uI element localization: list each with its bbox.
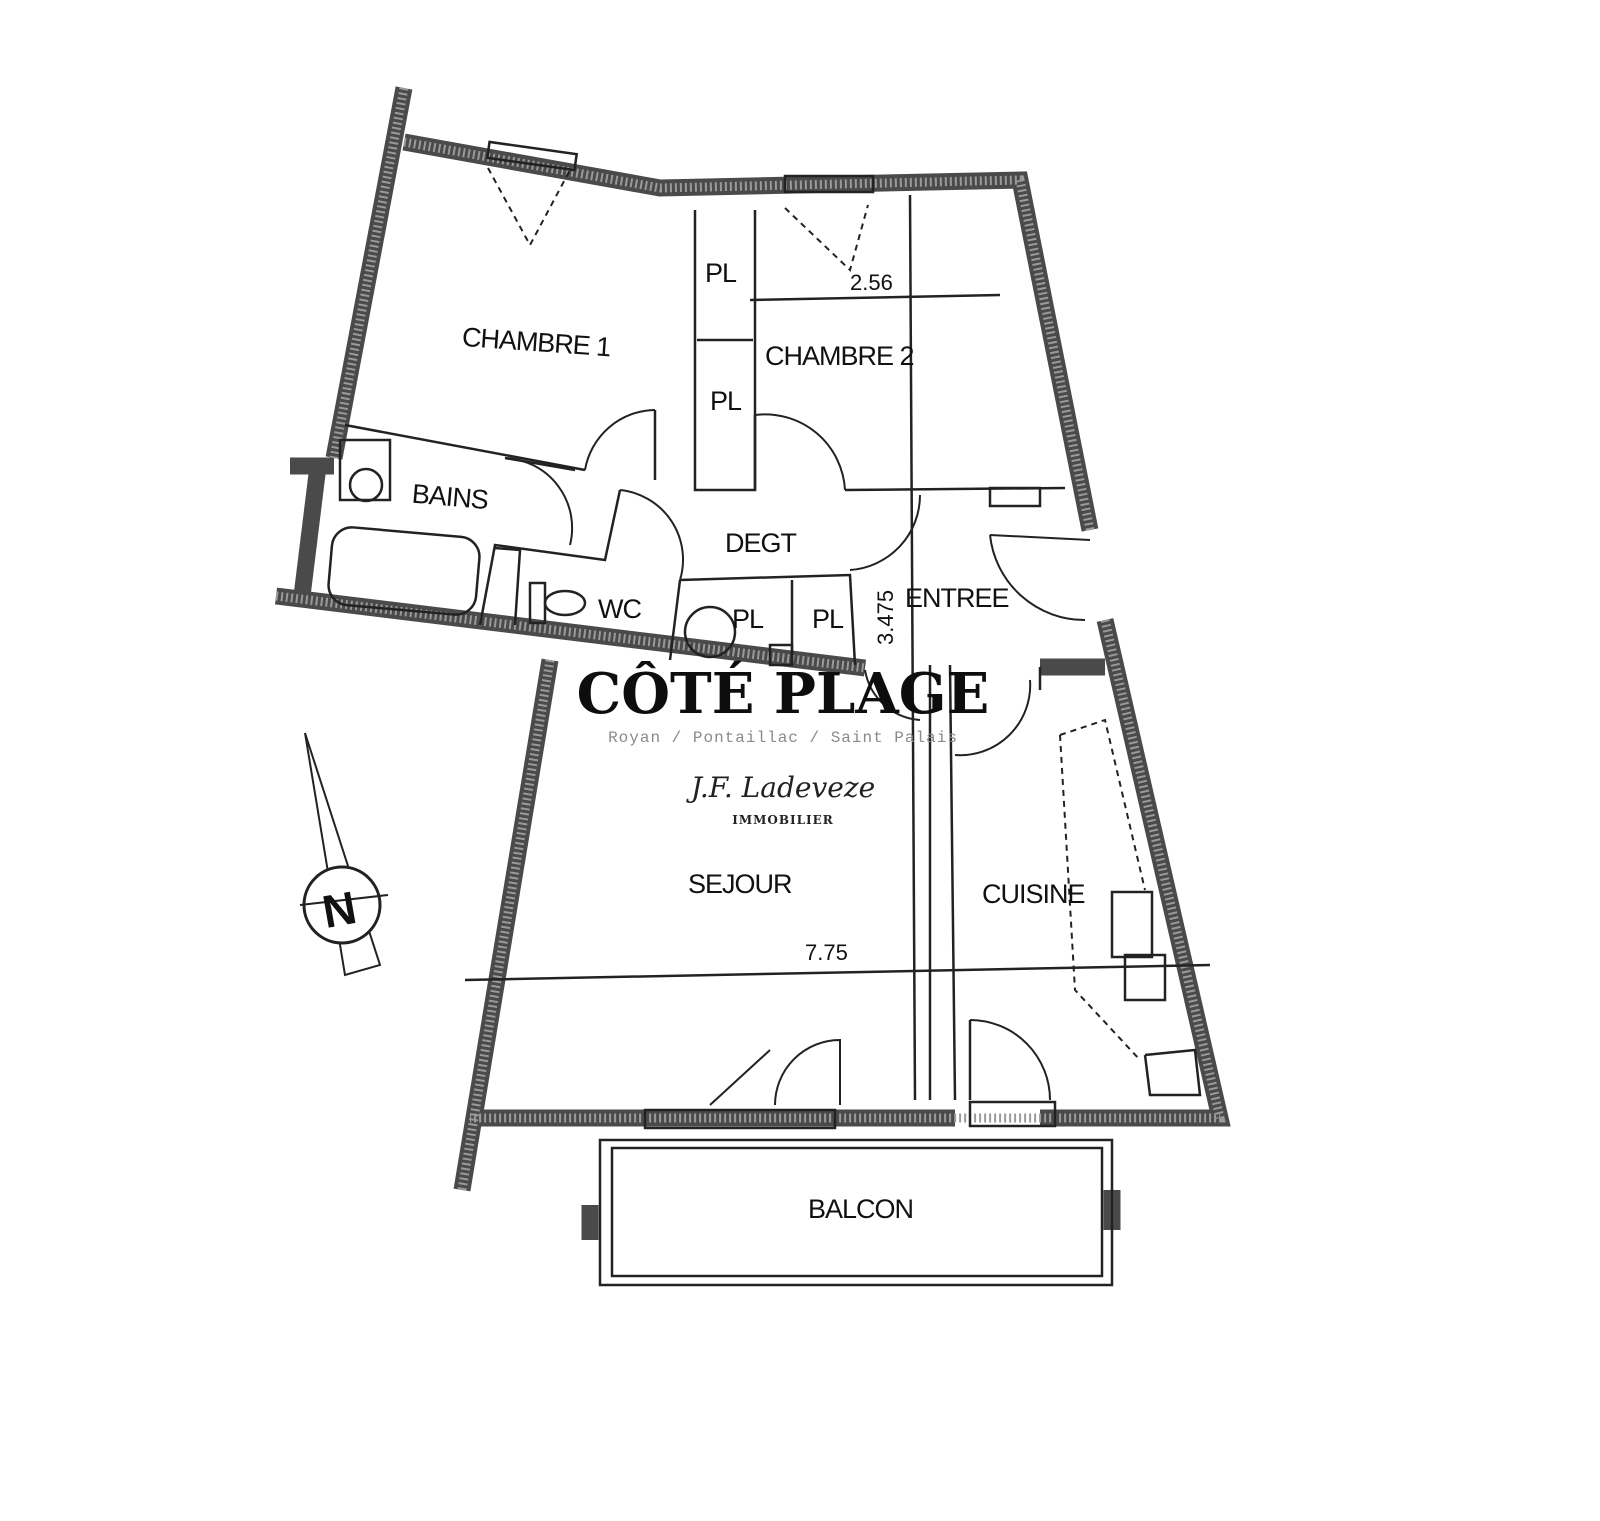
- compass-north-icon: N: [299, 732, 389, 977]
- room-label-balcon: BALCON: [808, 1194, 913, 1224]
- room-label-degt: DEGT: [725, 528, 797, 558]
- watermark-signature: J.F. Ladeveze: [686, 771, 875, 804]
- watermark-logo: CÔTÉ PLAGE Royan / Pontaillac / Saint Pa…: [577, 660, 990, 827]
- room-label-chambre-2: CHAMBRE 2: [765, 341, 914, 371]
- dimension-lines: 2.56 3.475 7.75: [464, 270, 1211, 982]
- room-label-cuisine: CUISINE: [982, 879, 1085, 909]
- room-label-sejour: SEJOUR: [688, 869, 792, 899]
- watermark-subtitle: Royan / Pontaillac / Saint Palais: [608, 729, 958, 747]
- room-labels: CHAMBRE 1 CHAMBRE 2 BAINS DEGT WC PL PL …: [411, 258, 1086, 1224]
- dimension-sejour-width: 7.75: [805, 940, 848, 965]
- room-label-wc: WC: [598, 594, 641, 624]
- dimension-chambre2-width: 2.56: [850, 270, 893, 295]
- room-label-pl-3: PL: [732, 604, 764, 634]
- doors: [487, 167, 1091, 1106]
- room-label-bains: BAINS: [411, 479, 489, 516]
- room-label-chambre-1: CHAMBRE 1: [461, 322, 611, 362]
- watermark-title: CÔTÉ PLAGE: [577, 660, 990, 727]
- room-label-pl-4: PL: [812, 604, 844, 634]
- room-label-pl-2: PL: [710, 386, 742, 416]
- dimension-entree-length: 3.475: [873, 590, 898, 645]
- room-label-pl-1: PL: [705, 258, 737, 288]
- partitions: [327, 140, 1202, 1287]
- watermark-tagline: IMMOBILIER: [732, 813, 834, 827]
- room-label-entree: ENTREE: [905, 583, 1009, 613]
